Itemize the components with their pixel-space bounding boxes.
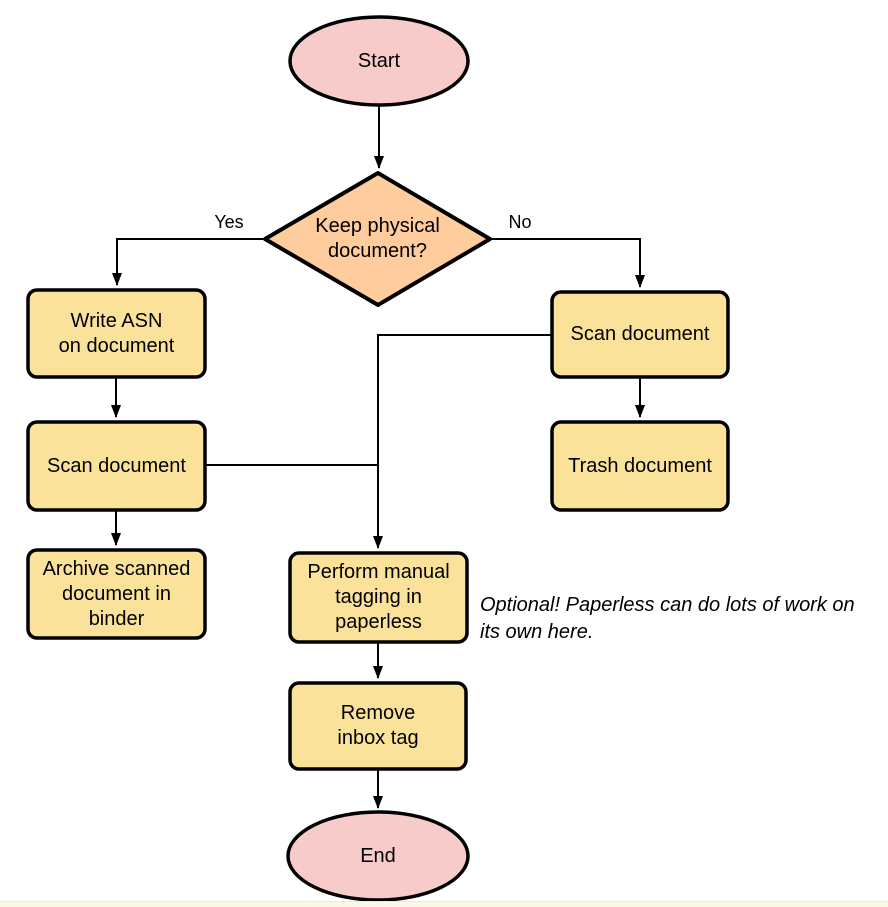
edge-decision-no <box>490 238 645 288</box>
edge-scanright-to-tagging <box>373 334 552 549</box>
trash-node <box>550 420 730 512</box>
write-asn-node <box>26 288 207 379</box>
archive-node <box>26 548 207 640</box>
start-node <box>288 15 470 107</box>
bottom-edge-strip <box>0 901 888 907</box>
decision-node <box>263 171 492 307</box>
end-node <box>286 810 470 902</box>
edge-decision-yes <box>112 238 265 286</box>
tagging-node <box>288 551 469 644</box>
scan-document-left-node <box>26 420 207 512</box>
scan-document-right-node <box>550 290 730 379</box>
remove-tag-node <box>288 681 468 771</box>
edge-group <box>111 105 645 809</box>
